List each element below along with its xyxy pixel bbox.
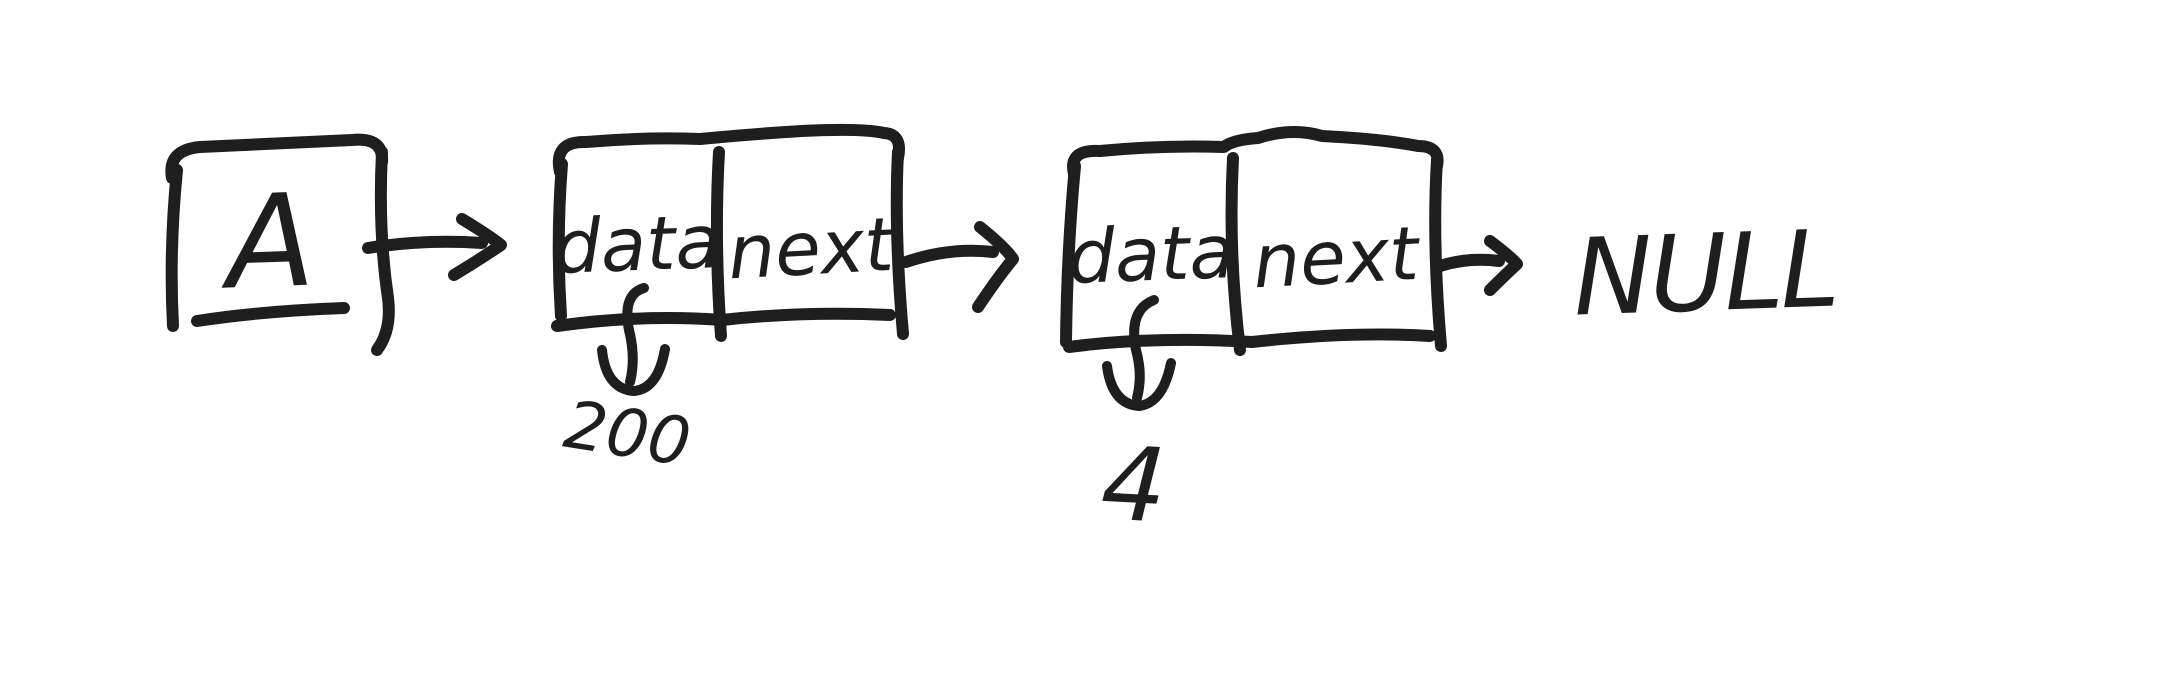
- node2-data-label: data: [1066, 209, 1236, 301]
- arrow-node1-to-node2-shaft: [900, 244, 999, 268]
- node2-bottom-stroke: [1063, 328, 1436, 353]
- node-1: data next: [551, 123, 909, 342]
- head-box-right-stroke: [371, 146, 395, 356]
- node1-bottom-stroke: [551, 307, 896, 332]
- null-terminator-label: NULL: [1571, 207, 1838, 339]
- head-box-top-stroke: [165, 133, 389, 184]
- node1-data-label: data: [552, 199, 722, 291]
- arrow-node2-to-null-shaft: [1434, 253, 1505, 272]
- node1-value-arrow-stem: [622, 283, 649, 387]
- arrow-head-to-node1: [362, 213, 507, 281]
- arrow-node2-to-null: [1434, 235, 1523, 296]
- node1-divider-stroke: [710, 146, 727, 342]
- node2-top-stroke: [1067, 125, 1444, 180]
- head-box-left-stroke: [165, 164, 183, 332]
- node2-next-label: next: [1251, 211, 1423, 306]
- node2-right-stroke: [1429, 154, 1447, 352]
- node2-value-arrow-stem: [1129, 295, 1159, 403]
- head-label: A: [217, 167, 317, 319]
- arrow-node1-to-node2-head: [972, 221, 1019, 313]
- head-box-bottom-stroke: [191, 302, 350, 327]
- node1-next-label: next: [726, 202, 898, 297]
- node2-value-arrow-head: [1102, 358, 1176, 411]
- node1-value: 200: [559, 386, 695, 482]
- node2-left-stroke: [1060, 160, 1081, 348]
- node2-value: 4: [1098, 424, 1169, 546]
- arrow-head-to-node1-shaft: [362, 235, 488, 254]
- node2-value-pointer: 4: [1098, 295, 1176, 547]
- node1-right-stroke: [890, 146, 909, 340]
- node1-top-stroke: [552, 123, 905, 178]
- node-2: data next: [1060, 125, 1447, 356]
- node1-value-arrow-head: [597, 344, 670, 396]
- arrow-head-to-node1-head: [448, 213, 507, 281]
- arrow-node1-to-node2: [900, 221, 1019, 313]
- head-pointer-box: A: [165, 133, 395, 356]
- arrow-node2-to-null-head: [1484, 235, 1523, 296]
- node2-divider-stroke: [1225, 152, 1246, 356]
- node1-left-stroke: [552, 158, 568, 322]
